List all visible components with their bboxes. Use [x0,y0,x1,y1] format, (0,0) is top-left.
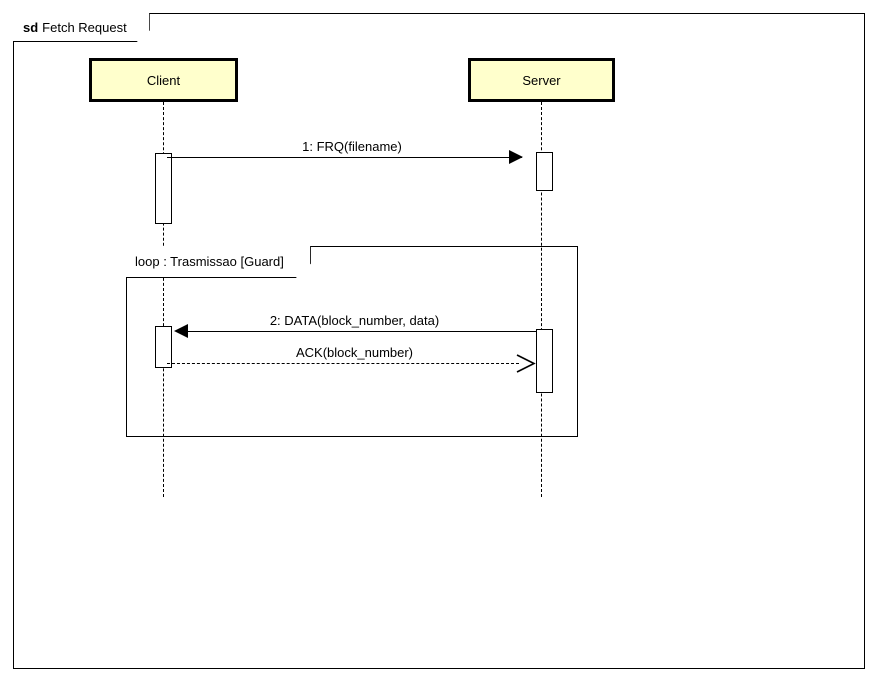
lifeline-client [163,102,164,497]
arrowhead-filled-left-icon [174,324,188,338]
activation-client-1[interactable] [155,153,172,224]
message-label-data: 2: DATA(block_number, data) [269,313,440,328]
fragment-loop[interactable] [126,246,578,437]
message-line-data[interactable] [188,331,537,332]
lifeline-label-server: Server [522,72,561,88]
page-title: Fetch Request [42,19,127,35]
fragment-loop-label: loop : Trasmissao [Guard] [126,246,311,278]
activation-server-1[interactable] [536,152,553,191]
lifeline-server [541,102,542,497]
message-line-frq[interactable] [167,157,522,158]
message-label-frq: 1: FRQ(filename) [302,139,402,154]
message-label-ack: ACK(block_number) [295,345,414,360]
message-line-ack[interactable] [167,363,519,364]
arrowhead-filled-right-icon [509,150,523,164]
activation-server-2[interactable] [536,329,553,393]
activation-client-2[interactable] [155,326,172,368]
lifeline-label-client: Client [146,72,181,88]
lifeline-head-client[interactable]: Client [89,58,238,102]
lifeline-head-server[interactable]: Server [468,58,615,102]
frame-kind-keyword: sd [23,19,39,35]
diagram-frame-tab: sd Fetch Request [13,13,150,42]
